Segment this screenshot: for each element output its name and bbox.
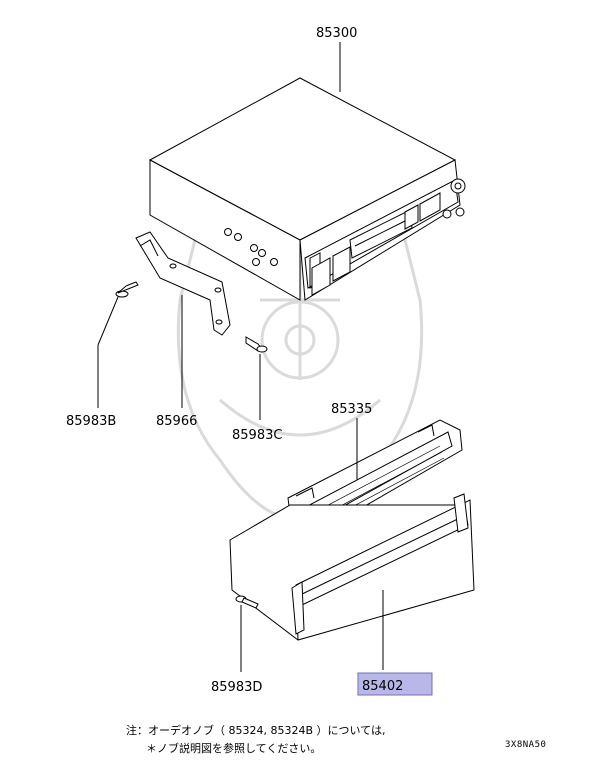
label-85983b[interactable]: 85983B [66,414,116,429]
footnote-line-1: 注：オーデオノブ（ 85324, 85324B ）については, [126,724,386,737]
screw-85983d [235,595,259,609]
label-85402[interactable]: 85402 [362,679,403,694]
highlight-box-85402 [357,672,433,696]
label-85966[interactable]: 85966 [156,414,197,429]
leader-85983b-b [97,296,119,346]
screw-85983c [245,336,268,353]
mounting-bracket [135,231,231,336]
footnote-line-2: ＊ノブ説明図を参照してください。 [146,742,322,755]
label-85983d[interactable]: 85983D [211,680,262,695]
radio-unit [148,77,466,301]
bolt-85983b [115,281,139,298]
label-85335[interactable]: 85335 [331,402,372,417]
label-85300[interactable]: 85300 [316,26,357,41]
diagram-code: 3X8NA50 [505,740,547,750]
label-85983c[interactable]: 85983C [232,428,282,443]
storage-tray [229,493,475,641]
